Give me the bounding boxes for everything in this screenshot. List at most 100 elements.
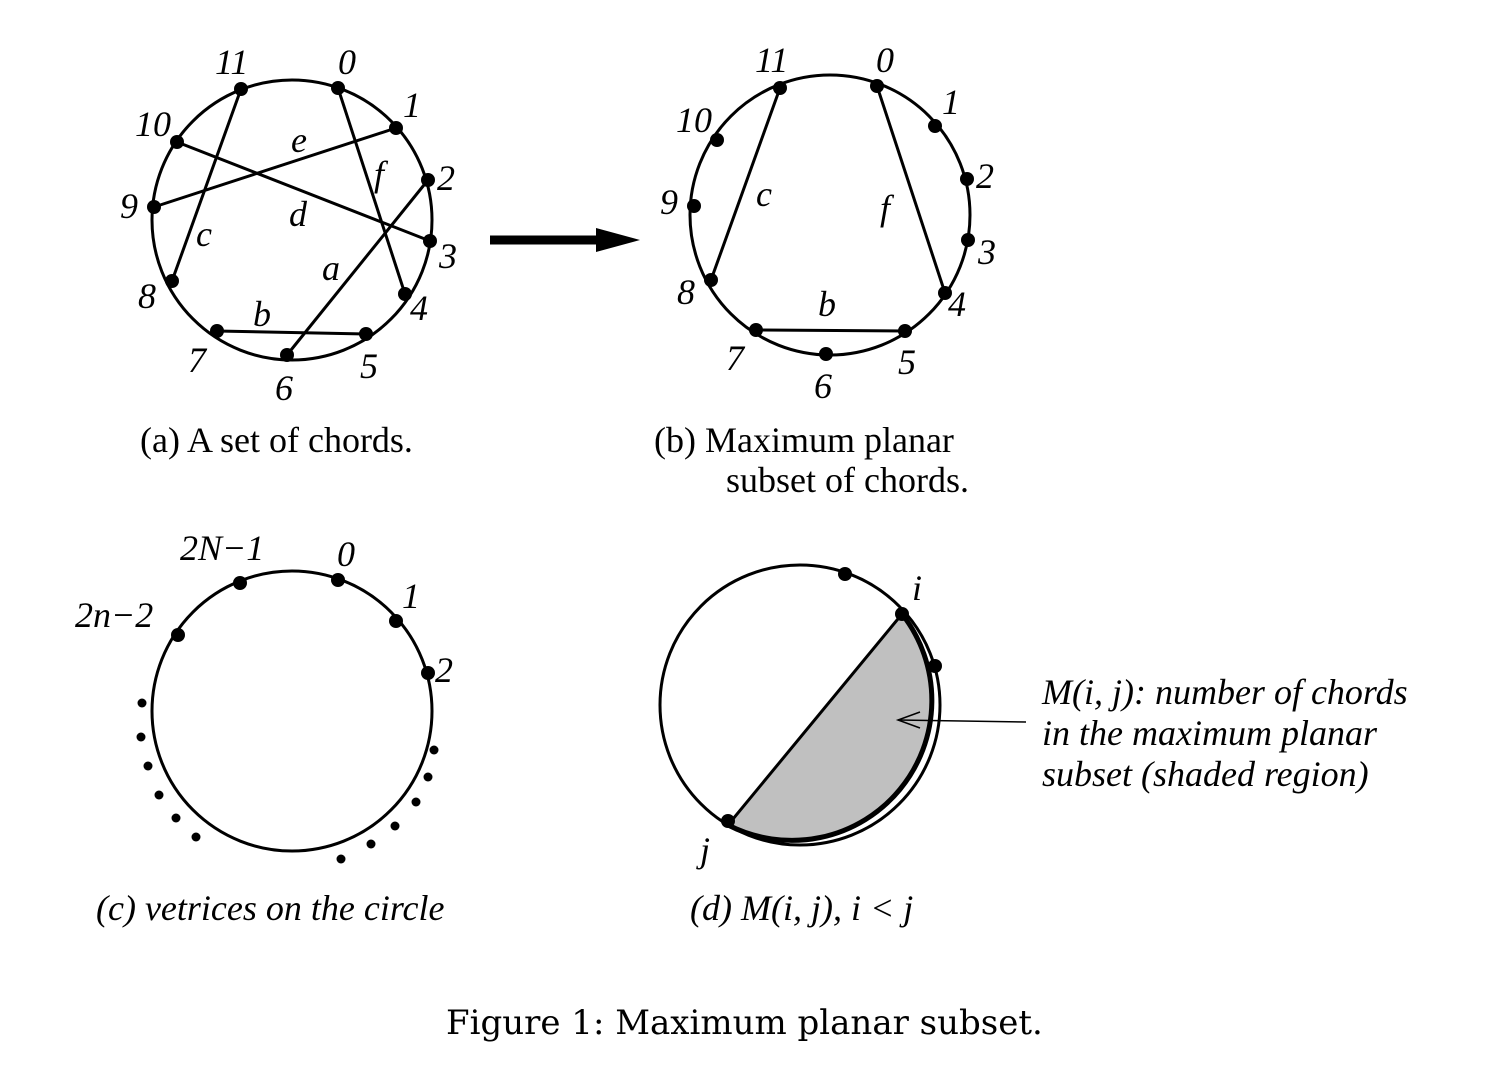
panel-b-vertex-1: 1 [942,82,960,122]
panel-a-vertex-2: 2 [437,158,455,198]
panel-a-vertex-dot-7 [210,324,224,338]
panel-d-vertex-i [895,607,909,621]
annotation-line-2: in the maximum planar [1042,713,1378,753]
panel-c-circle [150,569,434,853]
panel-a-vertex-dot-4 [398,287,412,301]
panel-d-circle [658,563,942,847]
panel-b-vertex-8: 8 [677,272,695,312]
panel-b-caption-line-2: subset of chords. [726,460,969,500]
shaded-region [725,611,934,842]
panel-a-vertex-dot-5 [359,327,373,341]
panel-a-chord-label-a: a [322,248,340,288]
panel-a-vertex-7: 7 [188,340,208,380]
panel-b-vertex-0: 0 [876,40,894,80]
panel-a-caption: (a) A set of chords. [140,420,413,460]
panel-a-vertex-9: 9 [120,186,138,226]
panel-b-vertex-3: 3 [977,232,996,272]
panel-a-chord-label-b: b [253,294,271,334]
panel-d: i j M(i, j): number of chords in the max… [658,563,1408,928]
panel-a-vertex-dot-2 [421,173,435,187]
panel-a-vertex-dot-1 [389,121,403,135]
panel-a-circle [150,78,434,362]
panel-a-vertex-4: 4 [410,288,428,328]
panel-a-chord-label-d: d [289,194,308,234]
panel-b-vertex-9: 9 [660,182,678,222]
panel-a-vertex-dot-10 [170,135,184,149]
panel-b-vertex-dot-7 [749,323,763,337]
panel-b-caption-line-1: (b) Maximum planar [654,420,954,460]
ellipsis-dot [191,832,201,842]
panel-b-vertex-4: 4 [948,284,966,324]
panel-a-vertex-dot-0 [331,81,345,95]
ellipsis-dot [137,698,147,708]
ellipsis-dot [390,821,400,831]
panel-a-chord-label-c: c [196,214,212,254]
annotation-pointer [897,719,1027,723]
panel-a-vertex-1: 1 [403,85,421,125]
annotation-line-1: M(i, j): number of chords [1041,672,1408,712]
panel-b-vertex-dot-6 [819,347,833,361]
panel-c-vertex-dot [421,666,435,680]
panel-a-chord-d [176,140,431,243]
panel-c-vertex-dot [331,573,345,587]
panel-b-vertex-10: 10 [676,100,712,140]
panel-c-vertex-dot [233,576,247,590]
ellipsis-dot [154,790,164,800]
panel-a-chord-f [336,87,407,295]
panel-b-vertex-dot-3 [961,233,975,247]
panel-d-vertex-dot [838,567,852,581]
panel-b-vertex-dot-1 [928,119,942,133]
panel-c: 2N−1 0 1 2 2n−2 (c) vetrices on the circ… [75,528,453,928]
panel-d-label-i: i [912,568,922,608]
panel-b-vertex-7: 7 [726,338,746,378]
ellipsis-dot [171,813,181,823]
ellipsis-dot [336,854,346,864]
panel-d-label-j: j [696,830,710,870]
panel-b-vertex-dot-0 [870,79,884,93]
panel-a-chord-b [216,329,367,336]
ellipsis-dot [429,745,439,755]
panel-a-vertex-dot-8 [165,274,179,288]
panel-a-chord-label-f: f [374,154,389,194]
panel-c-label-0: 0 [337,534,355,574]
panel-c-vertex-dot [389,614,403,628]
panel-d-caption: (d) M(i, j), i < j [690,888,913,928]
panel-b-chord-f [875,85,947,294]
panel-c-label-2: 2 [435,650,453,690]
arrow-head [596,228,640,252]
panel-b-chord-label-f: f [880,188,895,228]
ellipsis-dot [143,761,153,771]
panel-b-vertex-dot-2 [960,172,974,186]
panel-b-vertex-dot-10 [710,133,724,147]
panel-a-vertex-dot-9 [147,200,161,214]
panel-b-vertex-dot-11 [773,81,787,95]
panel-a-chord-label-e: e [291,120,307,160]
panel-c-label-2n-2: 2n−2 [75,595,153,635]
ellipsis-dot [411,797,421,807]
panel-a-vertex-dot-11 [234,82,248,96]
panel-a-vertex-10: 10 [135,104,171,144]
shaded-arc [726,612,935,843]
panel-a-vertex-5: 5 [360,346,378,386]
panel-a-chord-c [170,88,243,282]
panel-a-vertex-dot-3 [423,234,437,248]
panel-a-vertex-8: 8 [138,276,156,316]
panel-a-chord-e [153,126,397,209]
panel-b-chord-label-c: c [756,174,772,214]
panel-b-vertex-11: 11 [755,40,788,80]
panel-b-chord-label-b: b [818,284,836,324]
panel-c-label-1: 1 [402,576,420,616]
panel-b-vertex-dot-9 [687,199,701,213]
panel-b-chord-c [709,87,782,281]
ellipsis-dot [366,839,376,849]
panel-b-vertex-dot-5 [898,324,912,338]
panel-c-label-2N-1: 2N−1 [180,528,264,568]
figure-caption: Figure 1: Maximum planar subset. [446,1003,1043,1043]
panel-b-vertex-dot-8 [704,273,718,287]
panel-b-vertex-6: 6 [814,366,832,406]
panel-a-chord-a [285,179,430,356]
panel-c-vertex-dot [171,628,185,642]
panel-a: 0 1 2 3 4 5 6 7 8 9 10 11 a b c d e f (a… [120,42,457,460]
panel-a-vertex-dot-6 [280,348,294,362]
